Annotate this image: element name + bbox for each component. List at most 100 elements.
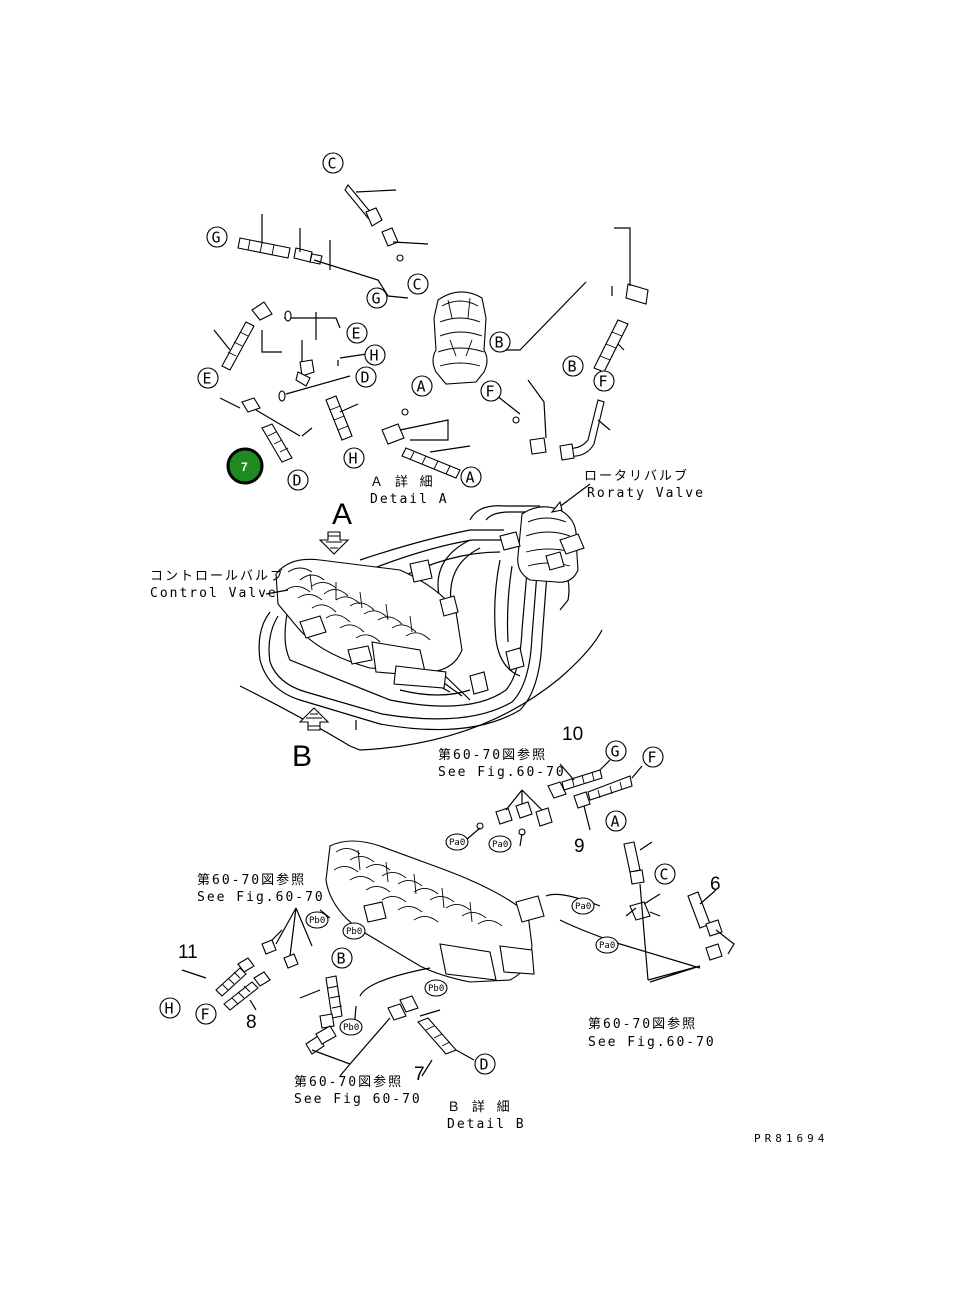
view-arrow-a-label: A	[332, 498, 352, 531]
ref-right-jp: 第60-70図参照	[588, 1016, 697, 1032]
callout-b-f2-label: F	[201, 1006, 210, 1024]
callout-h-lower[interactable]	[343, 447, 365, 469]
detail-b-group	[181, 759, 735, 1077]
ref-top-jp: 第60-70図参照	[438, 747, 547, 763]
fitting-d	[219, 375, 351, 463]
control-valve-detail-body	[325, 840, 545, 983]
callout-f-right-label: F	[599, 373, 608, 391]
detail-a-callouts: C G G C E B H B D E A F F H D A	[197, 152, 615, 491]
rotary-swivel-body	[432, 291, 488, 385]
callout-b-f2[interactable]	[195, 1003, 217, 1025]
hotspot-marker[interactable]: 7	[226, 447, 264, 485]
view-arrow-b-label: B	[292, 740, 312, 773]
callout-d-lower[interactable]	[287, 469, 309, 491]
detail-a-en: Detail A	[370, 492, 449, 507]
callout-g-mid-label: G	[372, 290, 381, 308]
callout-b-g[interactable]	[605, 740, 627, 762]
fitting-f	[491, 379, 611, 461]
callout-b-f-label: F	[648, 749, 657, 767]
ref-top-en: See Fig.60-70	[438, 765, 566, 780]
fitting-b	[506, 227, 649, 373]
rotary-valve-jp: ロータリバルブ	[584, 468, 689, 484]
callout-e-mid-label: E	[352, 325, 361, 343]
part-number-7: 7	[414, 1064, 425, 1085]
callout-c-top[interactable]	[322, 152, 344, 174]
view-arrow-a: A	[318, 498, 352, 555]
rotary-valve-body	[499, 506, 585, 583]
callout-b-right[interactable]	[562, 355, 584, 377]
port-tag-4[interactable]	[342, 922, 366, 940]
callout-g-left-label: G	[212, 229, 221, 247]
callout-a-mid[interactable]	[411, 375, 433, 397]
drawing-code: PR81694	[754, 1132, 828, 1145]
part-number-9: 9	[574, 836, 585, 857]
callout-a-mid-label: A	[417, 378, 426, 396]
callout-h-mid-label: H	[370, 347, 379, 365]
callout-h-mid[interactable]	[364, 344, 386, 366]
callout-e-mid[interactable]	[346, 322, 368, 344]
callout-a-lower[interactable]	[460, 466, 482, 488]
port-tag-7[interactable]	[424, 979, 448, 997]
port-tag-6-label: Pa0	[599, 941, 615, 951]
fitting-a	[381, 408, 471, 479]
ref-bottom-jp: 第60-70図参照	[294, 1074, 403, 1090]
callout-b-a[interactable]	[605, 810, 627, 832]
callout-b-h[interactable]	[159, 997, 181, 1019]
hotspot-label: 7	[241, 460, 248, 474]
callout-e-left-label: E	[203, 370, 212, 388]
ref-left-jp: 第60-70図参照	[197, 872, 306, 888]
callout-b-h-label: H	[165, 1000, 174, 1018]
callout-a-lower-label: A	[466, 469, 475, 487]
callout-g-mid[interactable]	[366, 287, 388, 309]
callout-e-left[interactable]	[197, 367, 219, 389]
ref-left-en: See Fig.60-70	[197, 890, 325, 905]
detail-a-jp: Ａ 詳 細	[370, 474, 435, 490]
port-tag-2[interactable]	[488, 835, 512, 853]
control-valve-body	[275, 558, 463, 689]
callout-c-mid[interactable]	[407, 273, 429, 295]
port-tag-5[interactable]	[571, 897, 595, 915]
callout-b-f[interactable]	[642, 746, 664, 768]
callout-b-d-label: D	[480, 1056, 489, 1074]
main-assembly: A B	[239, 483, 603, 773]
view-arrow-b: B	[292, 707, 330, 773]
part-number-10: 10	[562, 724, 583, 745]
detail-b-en: Detail B	[447, 1117, 526, 1132]
callout-g-left[interactable]	[206, 226, 228, 248]
callout-d-mid[interactable]	[355, 366, 377, 388]
fitting-g	[237, 214, 409, 299]
port-tag-1-label: Pa0	[449, 838, 465, 848]
part-number-11: 11	[178, 942, 198, 963]
port-tag-8[interactable]	[339, 1018, 363, 1036]
port-tag-3[interactable]	[305, 911, 329, 929]
callout-b-mid[interactable]	[489, 331, 511, 353]
detail-b-part-numbers: 10 9 6 11 8 7	[178, 724, 721, 1085]
callout-b-c[interactable]	[654, 863, 676, 885]
control-valve-en: Control Valve	[150, 586, 278, 601]
port-tag-1[interactable]	[445, 833, 469, 851]
detail-b-jp: Ｂ 詳 細	[447, 1099, 512, 1115]
callout-b-g-label: G	[611, 743, 620, 761]
callout-h-lower-label: H	[349, 450, 358, 468]
ref-right-en: See Fig.60-70	[588, 1035, 716, 1050]
callout-f-right[interactable]	[593, 370, 615, 392]
callout-b-mid-label: B	[495, 334, 504, 352]
callout-c-top-label: C	[328, 155, 337, 173]
port-tag-8-label: Pb0	[343, 1023, 359, 1033]
callout-b-b[interactable]	[331, 947, 353, 969]
port-tag-6[interactable]	[595, 936, 619, 954]
callout-b-d[interactable]	[474, 1053, 496, 1075]
control-valve-jp: コントロールバルブ	[150, 568, 285, 584]
fitting-e	[213, 301, 341, 371]
part-number-8: 8	[246, 1012, 257, 1033]
port-tag-7-label: Pb0	[428, 984, 444, 994]
port-tag-3-label: Pb0	[309, 916, 325, 926]
callout-f-mid[interactable]	[480, 380, 502, 402]
rotary-valve-en: Roraty Valve	[587, 486, 705, 501]
callout-d-lower-label: D	[293, 472, 302, 490]
fitting-h-lower	[325, 395, 359, 441]
callout-c-mid-label: C	[413, 276, 422, 294]
ref-bottom-en: See Fig 60-70	[294, 1092, 422, 1107]
port-tag-2-label: Pa0	[492, 840, 508, 850]
port-tag-5-label: Pa0	[575, 902, 591, 912]
